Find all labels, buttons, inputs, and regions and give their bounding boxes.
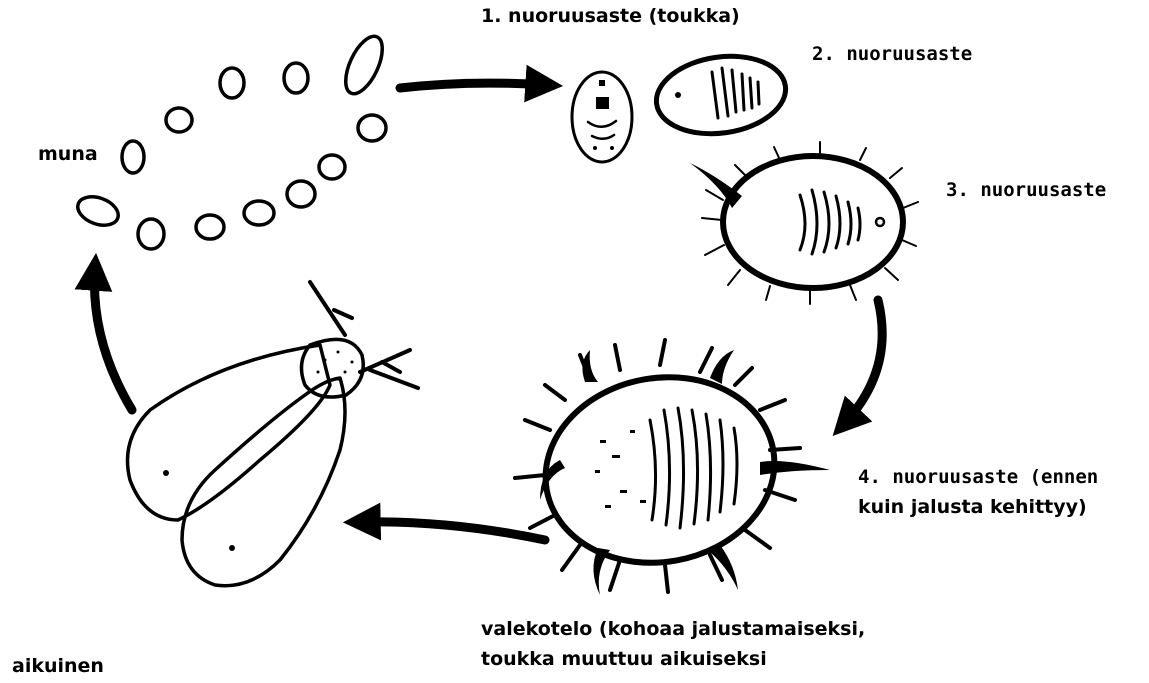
label-adult: aikuinen bbox=[12, 654, 104, 678]
egg-cluster bbox=[74, 31, 390, 249]
egg bbox=[122, 141, 144, 173]
egg bbox=[138, 219, 164, 249]
arrow-pupa-to-adult bbox=[358, 522, 545, 540]
adult-wing-lower bbox=[182, 378, 345, 586]
stage4-pupa bbox=[515, 340, 830, 595]
label-pupa-line1: valekotelo (kohoaa jalustamaiseksi, bbox=[481, 617, 865, 641]
adult-wing-upper bbox=[128, 345, 331, 520]
egg bbox=[220, 68, 244, 98]
label-muna: muna bbox=[38, 142, 98, 166]
stage3-nymph bbox=[690, 142, 918, 304]
adult-whitefly bbox=[128, 282, 419, 586]
egg bbox=[166, 108, 192, 132]
egg bbox=[74, 192, 122, 231]
label-stage4-line2: kuin jalusta kehittyy) bbox=[858, 495, 1087, 519]
stage1-crawler bbox=[572, 72, 632, 162]
label-stage4-line1: 4. nuoruusaste (ennen bbox=[858, 465, 1098, 489]
arrow-egg-to-stage1 bbox=[400, 83, 548, 88]
stage2-nymph bbox=[651, 48, 790, 141]
egg bbox=[338, 31, 390, 99]
label-pupa-line2: toukka muuttuu aikuiseksi bbox=[481, 647, 767, 671]
arrow-adult-to-egg bbox=[94, 268, 132, 410]
egg bbox=[358, 115, 386, 141]
egg bbox=[244, 201, 274, 225]
egg bbox=[284, 63, 308, 93]
egg bbox=[319, 155, 345, 179]
arrow-stage3-to-stage4 bbox=[843, 300, 882, 425]
label-stage1: 1. nuoruusaste (toukka) bbox=[481, 4, 740, 28]
label-stage2: 2. nuoruusaste bbox=[812, 42, 972, 66]
egg bbox=[196, 215, 224, 239]
label-stage3: 3. nuoruusaste bbox=[946, 178, 1106, 202]
egg bbox=[287, 181, 315, 207]
